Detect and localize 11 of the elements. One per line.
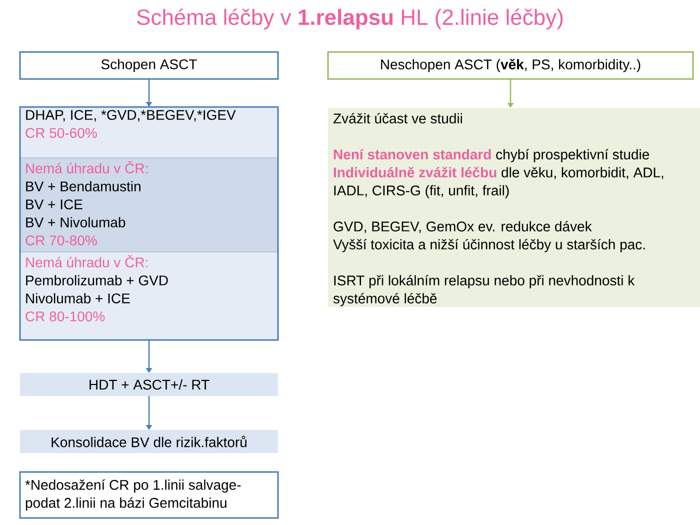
note-box: *Nedosažení CR po 1.linii salvage- podat 2.linii na bázi Gemcitabinu xyxy=(19,471,279,519)
option-panel: Nemá úhradu v ČR: BV + Bendamustin BV + ICE BV + Nivolumab CR 70-80% xyxy=(20,158,278,252)
decision-box: Neschopen ASCT (věk, PS, komorbidity..) xyxy=(327,51,694,80)
option-panel: DHAP, ICE, *GVD,*BEGEV,*IGEV CR 50-60% xyxy=(20,106,278,158)
decision-box: Schopen ASCT xyxy=(19,51,279,80)
option-panel: Nemá úhradu v ČR: Pembrolizumab + GVD Nivolumab + ICE CR 80-100% xyxy=(20,252,278,340)
recommendation-panel: Zvážit účast ve studii Není stanoven standard chybí prospektivní studie Individuálně zvážit léčbu dle věku, komorbidit, ADL, IADL, CIRS-G (fit, unfit, frail) GVD, BEGEV, GemOx ev. redukce dávek Vyšší toxicita a nižší účinnost léčby u starších pac. ISRT při lokálním relapsu nebo při nevhodnosti k systémové léčbě xyxy=(328,108,700,307)
title: Schéma léčby v 1.relapsu HL (2.linie léčby) xyxy=(137,8,563,30)
step-box: HDT + ASCT+/- RT xyxy=(20,373,278,396)
step-box: Konsolidace BV dle rizik.faktorů xyxy=(20,430,278,453)
panel-frame xyxy=(19,106,279,341)
